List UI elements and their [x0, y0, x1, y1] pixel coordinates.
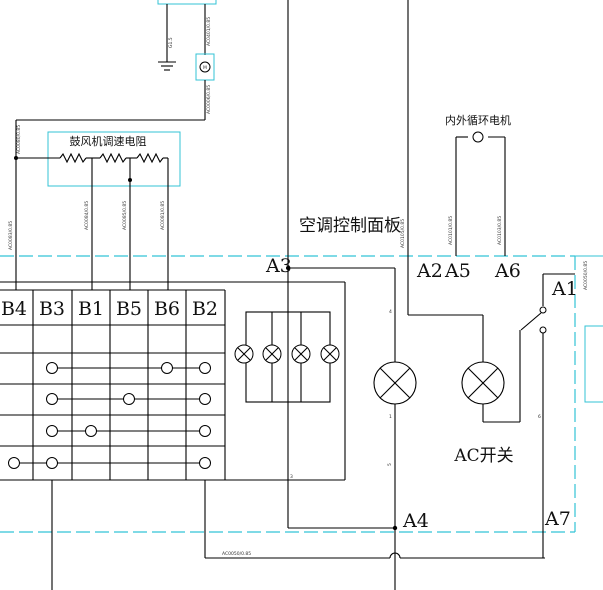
motor-m-label: M — [203, 65, 207, 71]
wire-tag-l: AC0050/0.85 — [222, 551, 251, 557]
wire-tag-g: G1.5 — [168, 37, 174, 48]
terminal-a1: A1 — [551, 278, 578, 300]
col-b1: B1 — [78, 298, 104, 320]
lamp-2 — [262, 344, 282, 364]
top-subcircuit: M G1.5 AC0401/0.85 AC0006/0.85 — [16, 0, 217, 121]
col-b2: B2 — [192, 298, 218, 320]
lamp-1 — [234, 344, 254, 364]
terminal-a3: A3 — [265, 255, 292, 277]
wire-tag-n6: 6 — [538, 414, 541, 420]
lamp-3 — [291, 344, 311, 364]
wire-tag-e: AC0084/0.85 — [84, 201, 90, 230]
ac-switch-label: AC开关 — [453, 446, 513, 466]
top-feed-wires: AC0105/0.85 — [287, 0, 409, 528]
panel-title: 空调控制面板 — [299, 216, 401, 236]
terminal-a5: A5 — [444, 260, 471, 282]
lamp-4 — [320, 344, 340, 364]
wire-tag-m: AC0050/0.85 — [583, 261, 589, 290]
switch-matrix: B4 B3 B1 B5 B6 B2 — [0, 281, 346, 481]
wire-tag-n1: 1 — [389, 414, 392, 420]
wire-tag-n3: 3 — [290, 474, 293, 480]
terminal-a4: A4 — [402, 510, 429, 532]
wire-tag-n4: 4 — [389, 309, 392, 315]
col-b3: B3 — [39, 298, 65, 320]
terminal-a2: A2 — [416, 260, 443, 282]
wire-tag-i: AC0101/0.85 — [448, 216, 454, 245]
wire-tag-k: AC0105/0.85 — [400, 219, 406, 248]
wire-tag-b: AC0006/0.85 — [206, 85, 212, 114]
col-b4: B4 — [1, 298, 27, 320]
wire-tag-c: AC0080/0.85 — [16, 125, 22, 154]
wire-tag-j: AC0103/0.85 — [497, 216, 503, 245]
circ-motor-title: 内外循环电机 — [445, 113, 511, 127]
wire-tag-a: AC0401/0.85 — [206, 17, 212, 46]
ac-lamp: AC开关 — [408, 314, 521, 466]
terminal-a7: A7 — [544, 508, 571, 530]
col-b5: B5 — [116, 298, 142, 320]
wire-tag-f: AC0085/0.85 — [122, 201, 128, 230]
circulation-motor: 内外循环电机 AC0101/0.85 AC0103/0.85 — [445, 113, 511, 256]
blower-title: 鼓风机调速电阻 — [70, 134, 147, 148]
wire-tag-h: AC0081/0.85 — [160, 201, 166, 230]
wire-tag-n5: 5 — [387, 463, 393, 466]
blower-resistor-block: 鼓风机调速电阻 AC0080/0.85 AC0083/0.85 AC0084/0… — [8, 120, 181, 290]
main-lamp: 4 1 5 — [288, 268, 417, 590]
a1-switch: AC0050/0.85 6 — [520, 261, 589, 558]
col-b6: B6 — [154, 298, 180, 320]
terminal-a6: A6 — [494, 260, 521, 282]
matrix-bottom-wires: AC0050/0.85 3 — [51, 474, 545, 590]
wire-tag-d: AC0083/0.85 — [8, 221, 14, 250]
indicator-lamps — [234, 266, 395, 403]
